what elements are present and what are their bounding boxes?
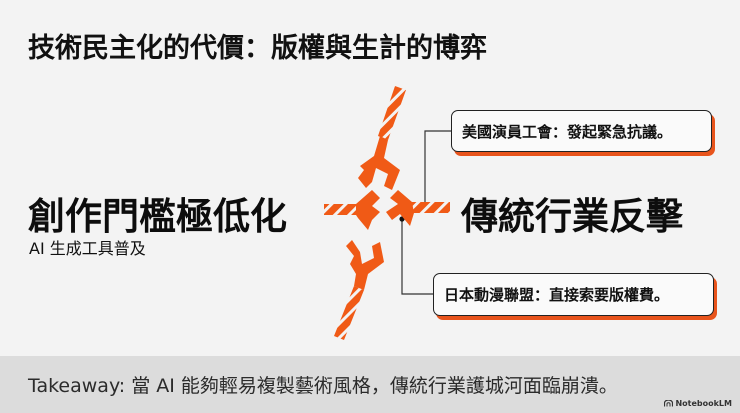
callout-sag-aftra-protest: 美國演員工會：發起緊急抗議。 xyxy=(451,110,712,152)
slide-title: 技術民主化的代價：版權與生計的博弈 xyxy=(28,33,487,64)
takeaway-text: Takeaway: 當 AI 能夠輕易複製藝術風格，傳統行業護城河面臨崩潰。 xyxy=(28,375,618,397)
left-subheading: AI 生成工具普及 xyxy=(29,239,146,258)
broken-rope-cross-icon xyxy=(324,86,450,340)
brand-watermark: NotebookLM xyxy=(664,399,732,408)
callout-text: 美國演員工會：發起緊急抗議。 xyxy=(462,122,673,141)
takeaway-footer: Takeaway: 當 AI 能夠輕易複製藝術風格，傳統行業護城河面臨崩潰。 N… xyxy=(0,356,740,413)
right-heading: 傳統行業反擊 xyxy=(461,195,683,238)
left-heading: 創作門檻極低化 xyxy=(28,195,287,238)
callout-text: 日本動漫聯盟：直接索要版權費。 xyxy=(444,286,670,304)
brand-label: NotebookLM xyxy=(675,399,732,408)
callout-japan-anime-union: 日本動漫聯盟：直接索要版權費。 xyxy=(433,273,714,316)
notebooklm-logo-icon xyxy=(664,400,674,407)
